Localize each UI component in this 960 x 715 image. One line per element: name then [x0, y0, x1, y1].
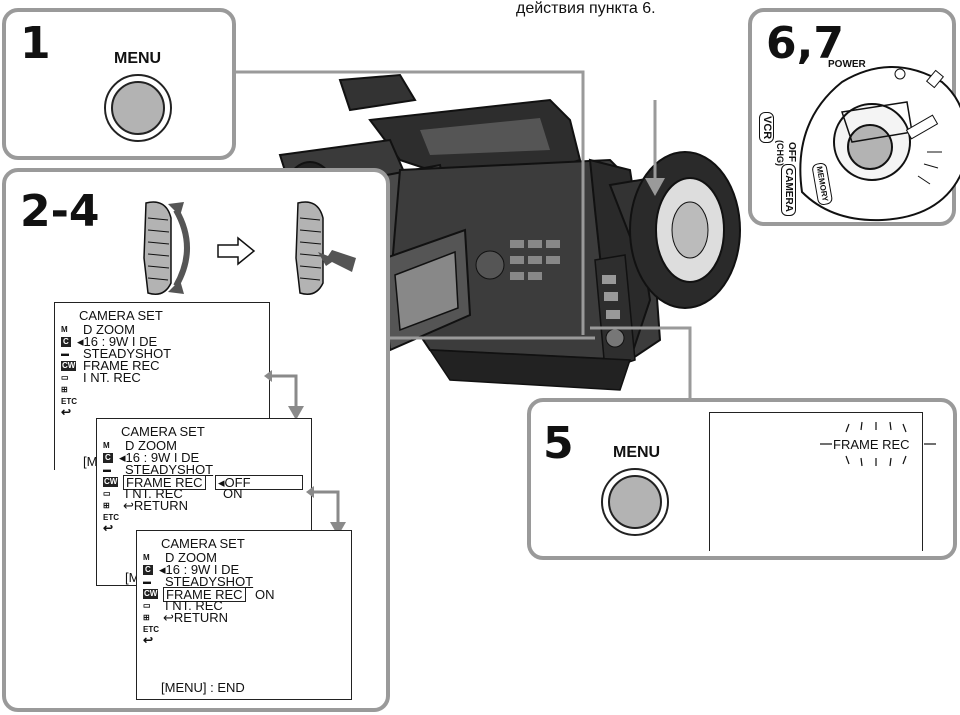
- dial-press-icon: [288, 198, 358, 298]
- menu-label: MENU: [114, 50, 161, 68]
- camera-set-icon: C: [61, 337, 71, 347]
- menu-icon-lcd: ▬: [61, 349, 69, 359]
- menu-screen-3: CAMERA SET M C ▬ CW ▭ ⊞ ETC ↩ D ZOOM ◂16…: [136, 530, 352, 700]
- step-6-7-panel: 6,7 POWER VCR OFF (CHG) CAMERA MEMORY: [748, 8, 956, 226]
- screen2-option-on: ON: [223, 487, 243, 500]
- screen-arrow-2: [314, 486, 354, 536]
- screen3-value: ON: [255, 588, 275, 601]
- screen3-title: CAMERA SET: [161, 537, 245, 550]
- menu-icon-lcd-2: ▬: [103, 465, 111, 475]
- menu-button-5-face: [608, 475, 662, 529]
- menu-icon-cw-3: CW: [143, 589, 158, 599]
- menu-icon-tape-2: ▭: [103, 489, 111, 499]
- menu-icon-lcd-3: ▬: [143, 577, 151, 587]
- step-5-panel: 5 MENU FRAME REC: [527, 398, 957, 560]
- off-label: OFF: [785, 142, 798, 162]
- screen1-item-4: I NT. REC: [83, 371, 141, 384]
- power-label: POWER: [828, 58, 866, 71]
- menu-button-face: [111, 81, 165, 135]
- menu-button[interactable]: [104, 74, 172, 142]
- screen3-footer: [MENU] : END: [161, 681, 245, 694]
- screen-arrow-1: [272, 370, 312, 420]
- step-2-4-number: 2-4: [20, 190, 100, 234]
- next-arrow-icon: [216, 236, 256, 266]
- menu-icon-tape-3: ▭: [143, 601, 151, 611]
- menu-icon-m: M: [61, 325, 68, 335]
- menu-button-5[interactable]: [601, 468, 669, 536]
- frame-rec-indicator: FRAME REC: [833, 438, 910, 451]
- menu-label-5: MENU: [613, 444, 660, 462]
- menu-icon-m-2: M: [103, 441, 110, 451]
- dial-rotate-icon: [136, 198, 206, 298]
- power-switch-drawing: [782, 42, 960, 222]
- step-1-number: 1: [20, 22, 51, 66]
- step-1-panel: 1 MENU: [2, 8, 236, 160]
- camera-set-icon-3: C: [143, 565, 153, 575]
- step-5-number: 5: [543, 422, 574, 466]
- chg-label: (CHG): [773, 140, 786, 166]
- step-2-4-panel: 2-4 CAMERA SET M C ▬ CW ▭ ⊞ ETC ↩ D ZOOM…: [2, 168, 390, 712]
- vcr-label: VCR: [759, 112, 774, 143]
- screen1-title: CAMERA SET: [79, 309, 163, 322]
- screen2-item-5: ↩RETURN: [123, 499, 188, 512]
- menu-icon-cw-2: CW: [103, 477, 118, 487]
- menu-icon-cw: CW: [61, 361, 76, 371]
- screen2-title: CAMERA SET: [121, 425, 205, 438]
- screen3-item-5: ↩RETURN: [163, 611, 228, 624]
- return-icon: ↩: [61, 407, 71, 417]
- menu-icon-setup-3: ⊞: [143, 613, 150, 623]
- menu-icon-setup-2: ⊞: [103, 501, 110, 511]
- menu-icon-setup: ⊞: [61, 385, 68, 395]
- camera-set-icon-2: C: [103, 453, 113, 463]
- top-note: действия пункта 6.: [516, 0, 656, 18]
- camera-label: CAMERA: [781, 164, 796, 216]
- return-icon-3: ↩: [143, 635, 153, 645]
- menu-icon-tape: ▭: [61, 373, 69, 383]
- return-icon-2: ↩: [103, 523, 113, 533]
- menu-icon-m-3: M: [143, 553, 150, 563]
